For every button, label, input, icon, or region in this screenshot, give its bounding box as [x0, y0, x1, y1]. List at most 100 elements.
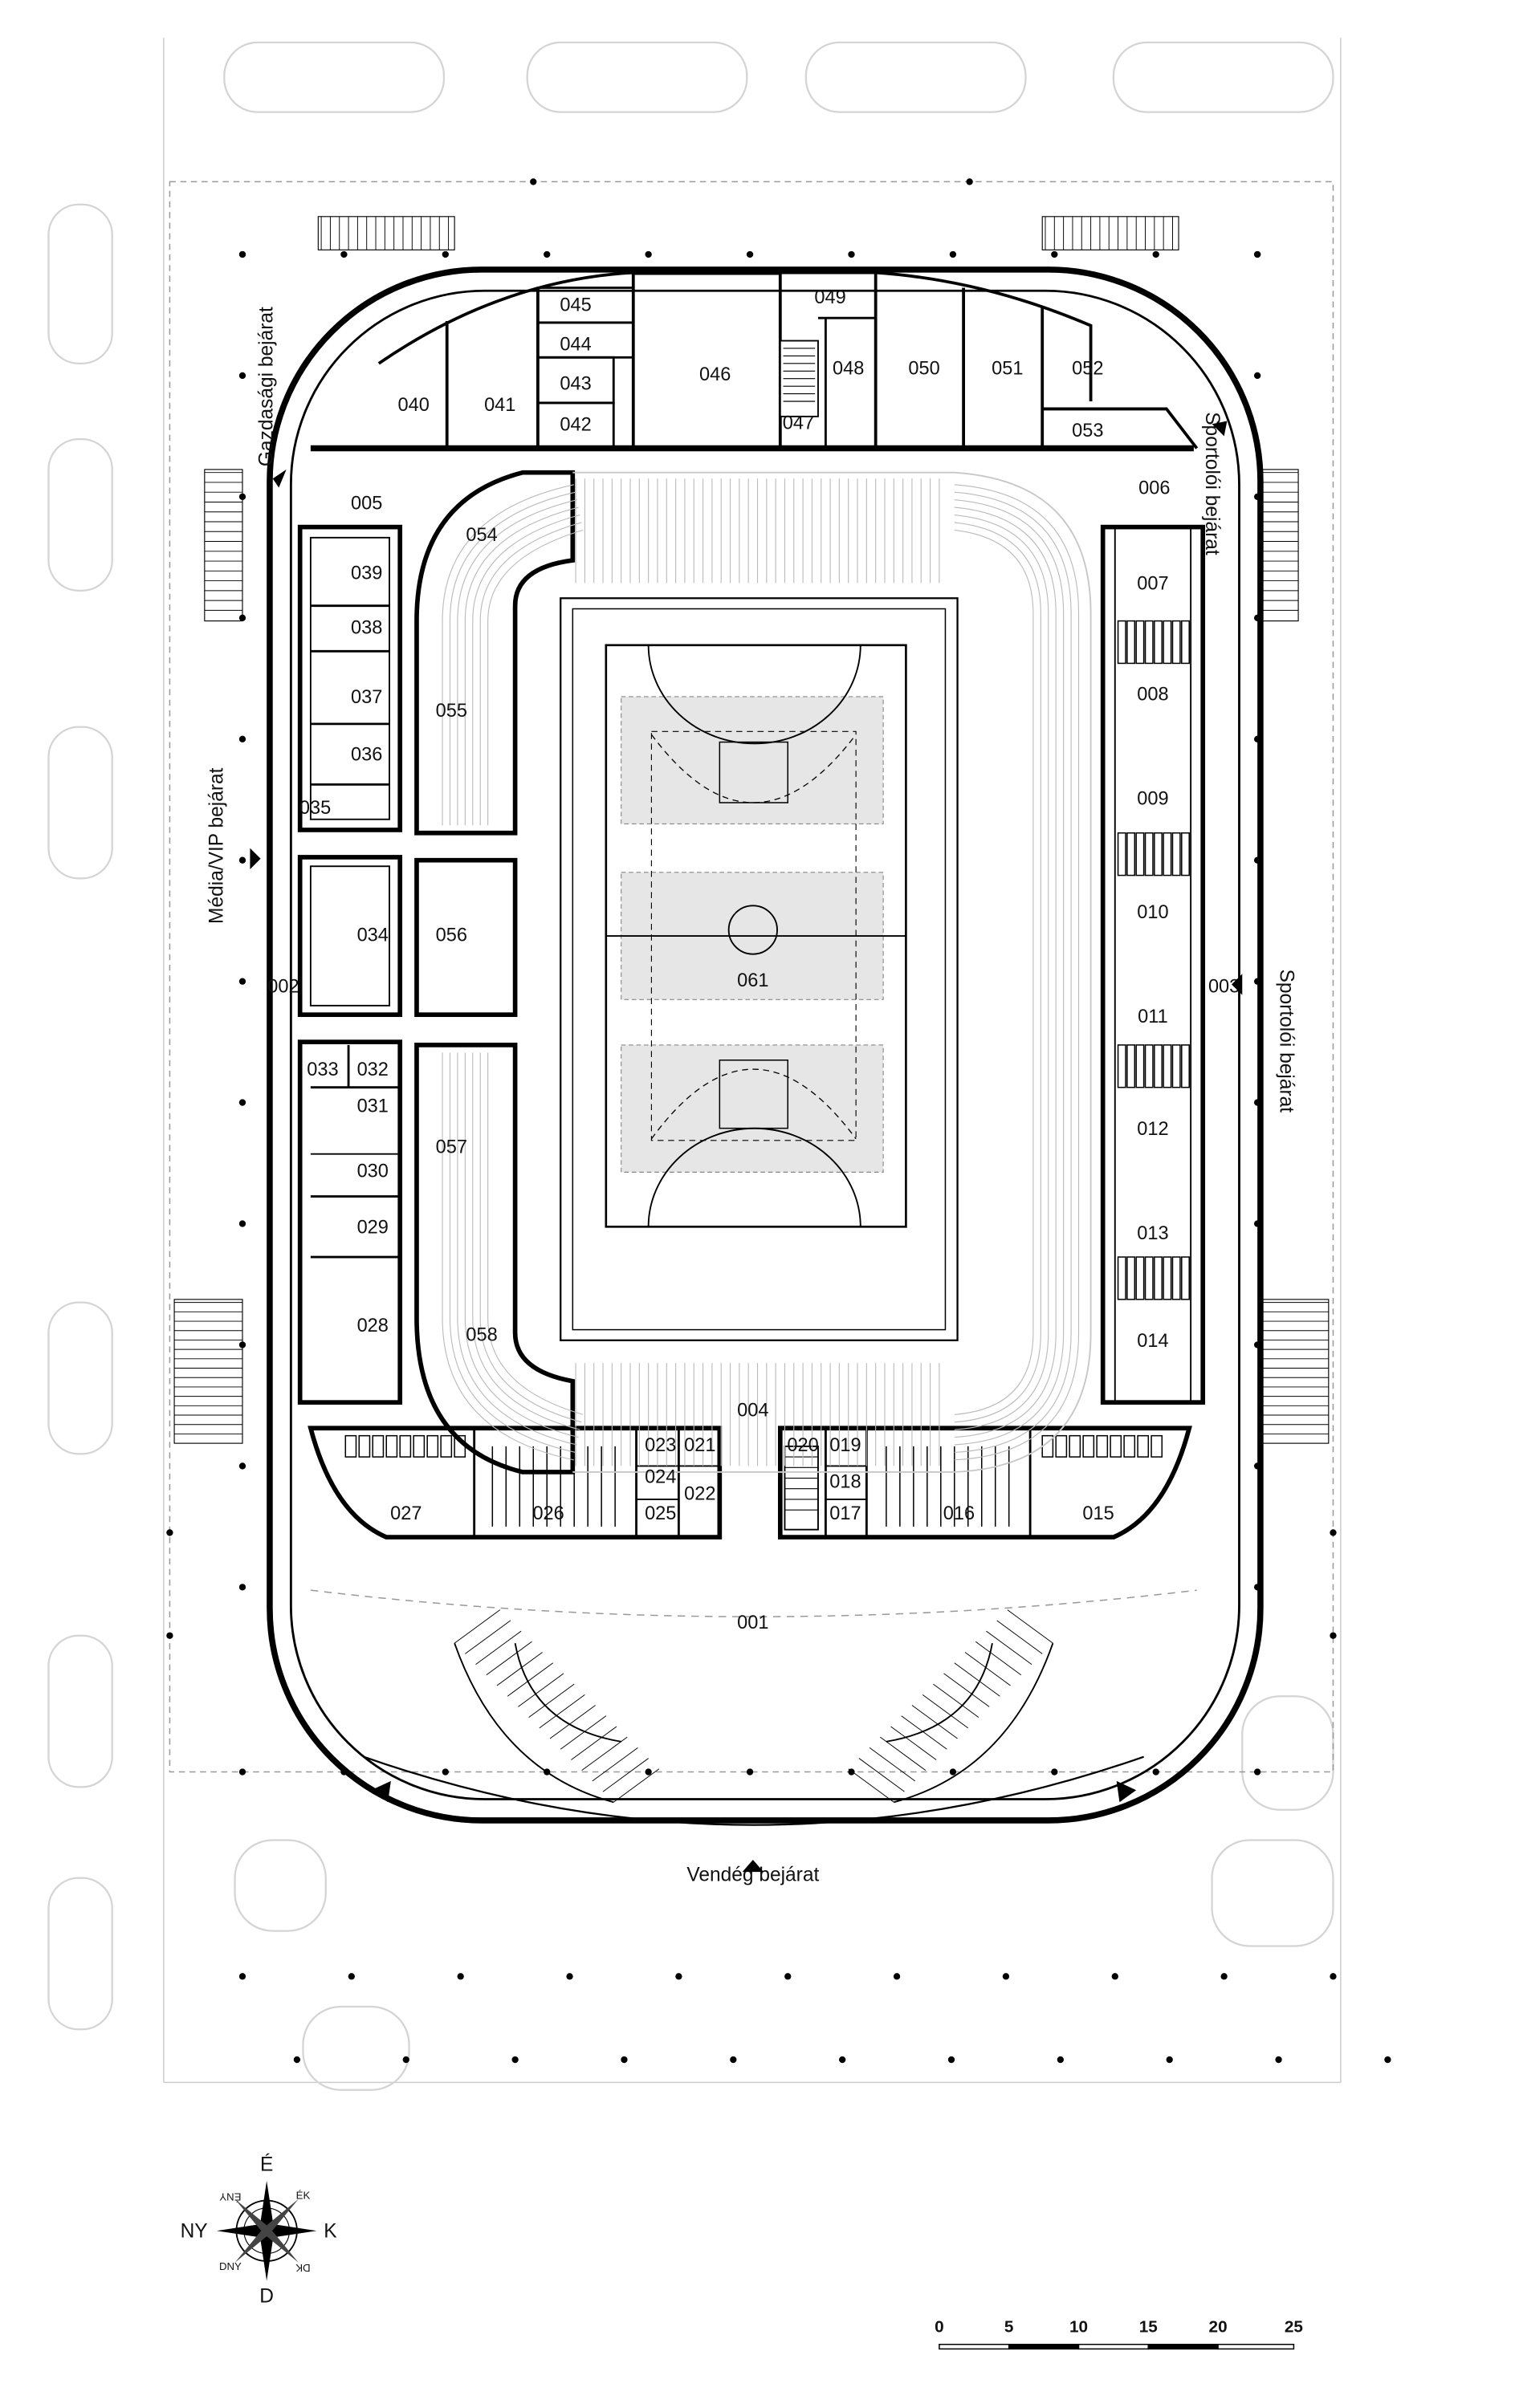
room-label-020: 020 — [787, 1434, 818, 1455]
arrow-south-west — [371, 1780, 391, 1803]
room-label-023: 023 — [645, 1434, 676, 1455]
room-label-039: 039 — [351, 562, 382, 583]
locker-cubicle — [1135, 832, 1145, 877]
exterior-stairs — [173, 216, 1330, 1444]
seat-row — [442, 1052, 574, 1461]
arrow-athlete-entrance-east — [1232, 974, 1243, 995]
locker-cubicle — [1163, 1256, 1172, 1300]
stair-treads — [454, 1609, 1053, 1803]
room-label-052: 052 — [1072, 358, 1103, 379]
locker — [358, 1434, 371, 1458]
column-dot — [848, 250, 855, 258]
room-label-002: 002 — [267, 975, 299, 996]
stair-tread — [933, 1683, 979, 1719]
locker-cubicle — [1171, 832, 1181, 877]
seat-row — [954, 522, 1041, 1423]
column-dot — [947, 2056, 955, 2064]
locker-cubicle — [1154, 832, 1163, 877]
inner-wall — [289, 289, 1240, 1800]
room-label-025: 025 — [645, 1503, 676, 1523]
column-dot — [1275, 2056, 1282, 2064]
seat-row — [442, 484, 574, 826]
seating — [414, 470, 1092, 1474]
column-dot — [293, 2056, 301, 2064]
room-label-051: 051 — [992, 358, 1023, 379]
stair-tread — [486, 1641, 532, 1676]
room-label-027: 027 — [390, 1503, 422, 1523]
column-dot — [402, 2056, 409, 2064]
stair-tread — [613, 1768, 660, 1803]
locker — [399, 1434, 412, 1458]
locker-cubicle — [1181, 1256, 1190, 1300]
stair-tread — [880, 1736, 927, 1771]
column-dot — [544, 250, 551, 258]
locker-cubicle — [1181, 620, 1190, 665]
stair-tread — [528, 1683, 575, 1719]
scale-tick-25: 25 — [1285, 2318, 1303, 2337]
stair-tread — [986, 1630, 1032, 1665]
column-dot — [1253, 372, 1261, 380]
column-dot — [238, 1768, 246, 1775]
label-athlete-entrance-east: Sportolói bejárat — [1275, 970, 1297, 1113]
room-label-011: 011 — [1138, 1006, 1168, 1027]
column-dot — [1253, 1768, 1261, 1775]
locker-cubicle — [1126, 1044, 1136, 1088]
column-dot — [1253, 250, 1261, 258]
locker — [1096, 1434, 1109, 1458]
stair-tread — [571, 1726, 617, 1760]
locker-cubicle — [1171, 1256, 1181, 1300]
seat-row — [457, 499, 577, 826]
seat-row — [472, 514, 580, 826]
column-dot — [1057, 2056, 1065, 2064]
stair-tread — [975, 1641, 1022, 1676]
stair-tread — [890, 1726, 937, 1760]
seat-row — [954, 484, 1080, 1461]
column-dot — [949, 1768, 957, 1775]
locker — [1151, 1434, 1163, 1458]
column-dot — [1330, 1973, 1337, 1980]
locker-cubicle — [1135, 620, 1145, 665]
stair-tread — [911, 1705, 958, 1739]
seat-row — [449, 491, 576, 826]
column-dot — [730, 2056, 737, 2064]
locker — [1055, 1434, 1068, 1458]
stair-tread — [496, 1652, 543, 1686]
site-context — [47, 41, 1334, 2091]
seat-row — [487, 529, 584, 826]
column-dot — [442, 1768, 449, 1775]
locker-benches — [344, 1434, 1163, 1527]
compass-rose: É D K NY ÉK ÉNY DK DNY — [181, 2154, 338, 2308]
locker — [1110, 1434, 1122, 1458]
column-dot — [238, 1462, 246, 1470]
locker-cubicle — [1117, 832, 1126, 877]
locker-cubicle — [1135, 1256, 1145, 1300]
locker — [372, 1434, 385, 1458]
room-label-029: 029 — [357, 1216, 389, 1237]
stair-tread — [475, 1630, 522, 1665]
column-dot — [166, 1632, 173, 1639]
column-dot — [238, 1220, 246, 1227]
room-label-005: 005 — [351, 493, 382, 514]
compass-northwest: ÉNY — [219, 2190, 241, 2203]
scale-tick-20: 20 — [1209, 2318, 1228, 2337]
locker-cubicle — [1117, 1044, 1126, 1088]
column-dot — [893, 1973, 901, 1980]
column-dot — [966, 178, 973, 185]
column-dot — [457, 1973, 464, 1980]
scale-tick-0: 0 — [935, 2318, 944, 2337]
column-dot — [1166, 2056, 1173, 2064]
arrow-south-east — [1116, 1780, 1137, 1803]
room-label-015: 015 — [1082, 1503, 1114, 1523]
locker-cubicle — [1126, 1256, 1136, 1300]
stair-tread — [901, 1715, 947, 1750]
locker-cubicle — [1117, 1256, 1126, 1300]
arena-floor — [560, 597, 959, 1341]
room-label-045: 045 — [560, 294, 591, 315]
room-label-043: 043 — [560, 372, 591, 393]
compass-south: D — [259, 2286, 274, 2308]
east-wing — [1100, 524, 1206, 1405]
room-label-031: 031 — [357, 1095, 389, 1116]
room-label-021: 021 — [684, 1434, 715, 1455]
room-label-018: 018 — [829, 1470, 861, 1491]
